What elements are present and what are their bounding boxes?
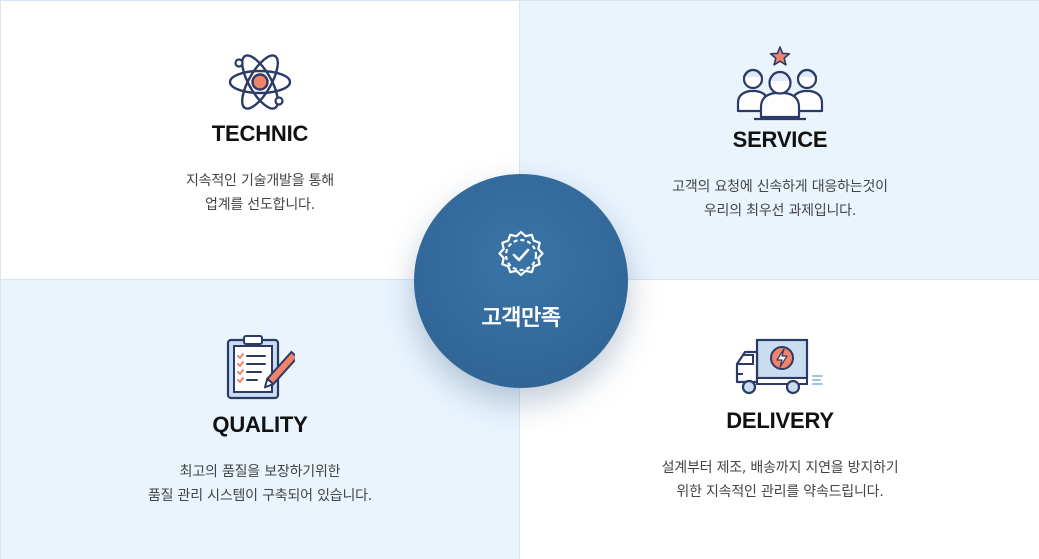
atom-icon xyxy=(228,54,292,110)
panel-technic: TECHNIC 지속적인 기술개발을 통해 업계를 선도합니다. xyxy=(1,1,520,280)
customer-satisfaction-circle: 고객만족 xyxy=(414,174,628,388)
clipboard-checklist-icon xyxy=(226,335,295,400)
delivery-truck-icon xyxy=(735,338,823,395)
panel-title: QUALITY xyxy=(212,412,308,437)
panel-description: 지속적인 기술개발을 통해 업계를 선도합니다. xyxy=(186,173,334,213)
center-label: 고객만족 xyxy=(481,306,561,331)
check-badge-icon xyxy=(498,230,544,277)
panel-description: 최고의 품질을 보장하기위한 품질 관리 시스템이 구축되어 있습니다. xyxy=(147,464,373,504)
team-star-icon xyxy=(736,46,824,121)
panel-title: DELIVERY xyxy=(726,408,834,433)
panel-title: SERVICE xyxy=(732,127,828,152)
panel-title: TECHNIC xyxy=(211,121,309,146)
panel-description: 고객의 요청에 신속하게 대응하는것이 우리의 최우선 과제입니다. xyxy=(672,179,888,219)
panel-description: 설계부터 제조, 배송까지 지연을 방지하기 위한 지속적인 관리를 약속드립니… xyxy=(661,460,899,500)
